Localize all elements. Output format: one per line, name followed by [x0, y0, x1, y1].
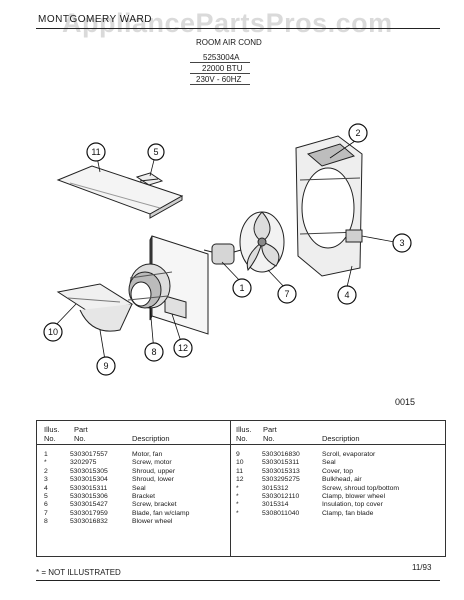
header-rule [36, 28, 440, 29]
callout-5-circle [147, 143, 165, 161]
callout-1-circle [232, 278, 252, 298]
callout-8-label: 8 [151, 347, 156, 357]
shroud-part [295, 135, 363, 277]
callout-2-label: 2 [355, 128, 360, 138]
model-number: 5253004A [203, 53, 240, 62]
callout-9-circle [96, 356, 116, 376]
callout-12-label: 12 [178, 343, 188, 353]
callout-4-circle [337, 285, 357, 305]
right-header-description: Description [322, 434, 360, 443]
electrical-underline [190, 84, 250, 85]
electrical-rating: 230V - 60HZ [196, 75, 242, 84]
btu-rating: 22000 BTU [202, 64, 243, 73]
callout-11-circle [86, 142, 106, 162]
fan-blade-part [239, 211, 285, 273]
left-header-description: Description [132, 434, 170, 443]
callout-3-circle [392, 233, 412, 253]
footer-rule [36, 580, 440, 581]
callout-10-label: 10 [48, 327, 58, 337]
brand-name: MONTGOMERY WARD [38, 14, 152, 25]
callout-11-label: 11 [91, 147, 100, 157]
callout-4-label: 4 [344, 290, 349, 300]
callout-3-label: 3 [399, 238, 404, 248]
btu-underline [190, 73, 250, 74]
callout-7-label: 7 [284, 289, 289, 299]
revision-date: 11/93 [412, 563, 432, 572]
callout-7-circle [277, 284, 297, 304]
callout-2-circle [348, 123, 368, 143]
not-illustrated-note: * = NOT ILLUSTRATED [36, 568, 121, 577]
scroll-evaporator-part [56, 283, 134, 332]
left-header-illus: Illus.No. [44, 425, 60, 443]
callout-circles [43, 123, 412, 376]
callout-10-circle [43, 322, 63, 342]
callout-8-circle [144, 342, 164, 362]
parts-table-header-rule [36, 444, 446, 445]
parts-table [36, 420, 446, 557]
bracket-part [135, 172, 164, 186]
watermark: AppliancePartsPros.com [62, 8, 393, 38]
figure-code: 0015 [395, 397, 416, 407]
right-header-illus: Illus.No. [236, 425, 252, 443]
callout-5-label: 5 [153, 147, 158, 157]
top-cover-part [56, 165, 184, 219]
blower-wheel-part [127, 263, 173, 309]
product-type: ROOM AIR COND [196, 38, 262, 47]
callout-9-label: 9 [103, 361, 108, 371]
callout-1-label: 1 [239, 283, 244, 293]
callout-12-circle [173, 338, 193, 358]
model-underline [190, 62, 250, 63]
parts-table-column-divider [230, 420, 231, 557]
